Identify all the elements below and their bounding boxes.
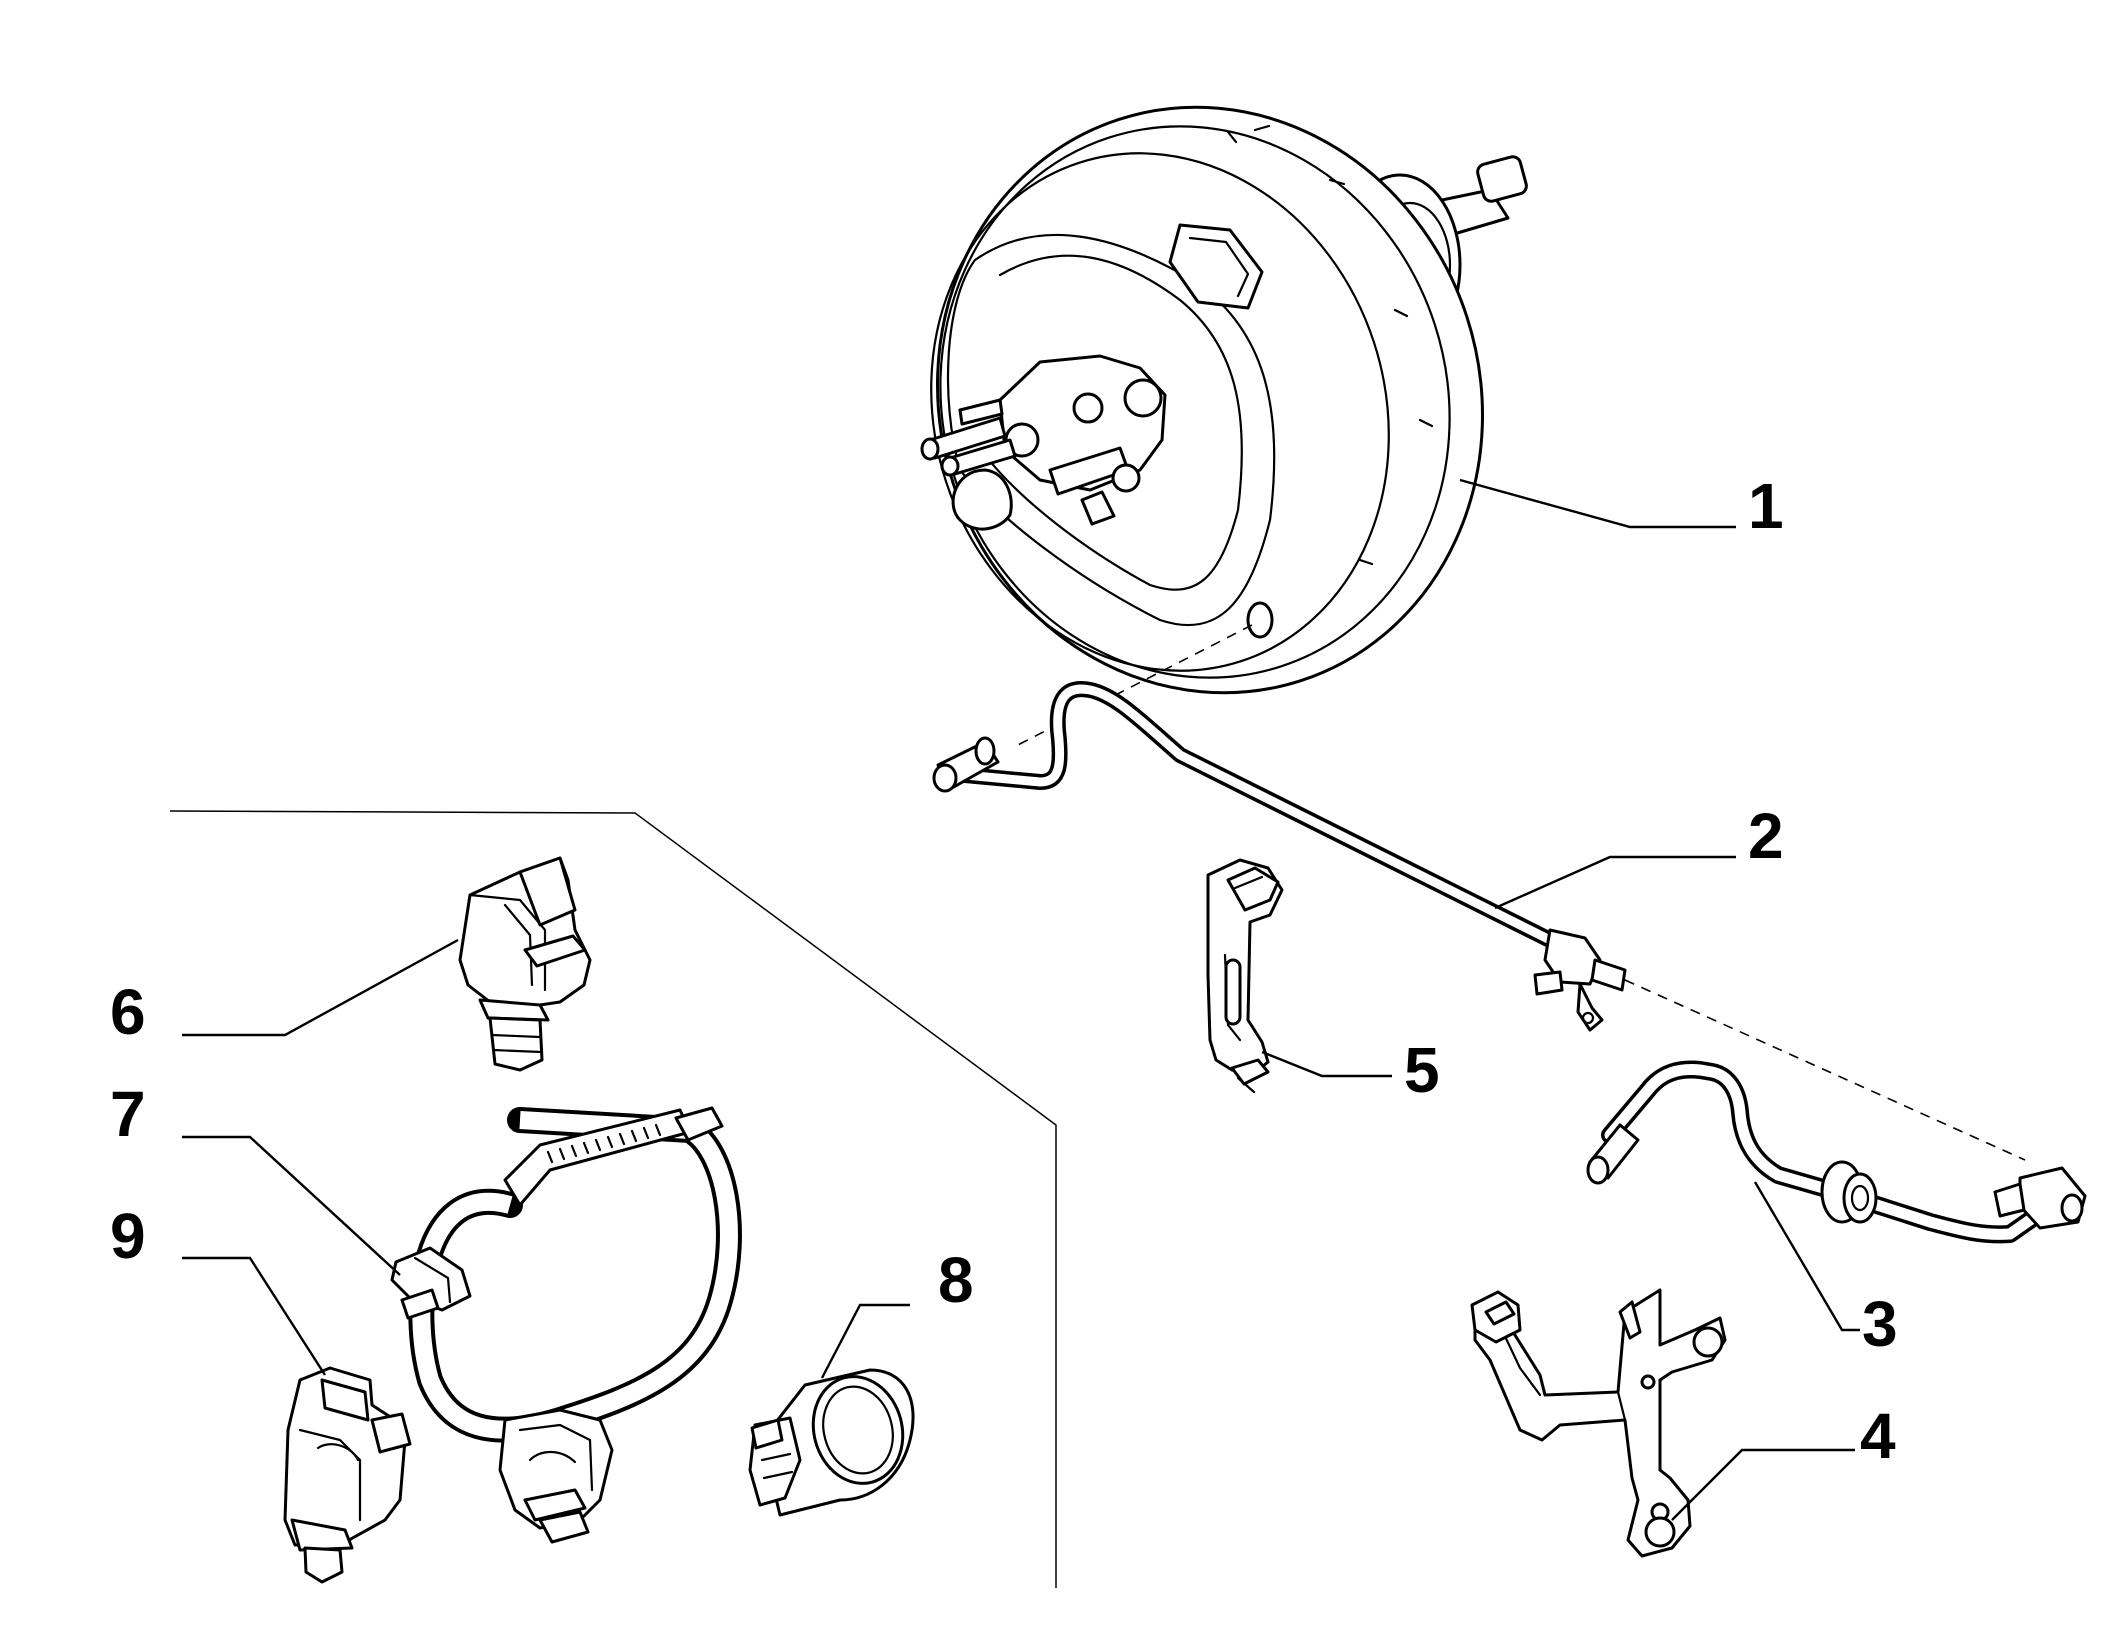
vacuum-hose-part [1586, 1060, 2087, 1244]
leader-line-5 [1261, 1050, 1392, 1078]
bracket-part-4 [1470, 1288, 1727, 1558]
hose-clamp-part-8 [748, 1368, 915, 1517]
leader-line-6 [182, 938, 459, 1037]
assembly-line-pipe-hose [1624, 979, 2026, 1161]
leader-line-7 [182, 1135, 401, 1276]
leader-line-4 [1671, 1448, 1855, 1521]
callout-1: 1 [1748, 470, 1784, 542]
brake-booster-part [920, 105, 1528, 695]
leader-line-3 [1753, 1181, 1860, 1332]
pipe-clip-part-6 [458, 856, 592, 1072]
section-divider [169, 810, 1057, 1588]
leader-line-1 [1459, 478, 1736, 529]
pipe-clip-part-9 [283, 1366, 412, 1584]
leader-line-2 [1494, 855, 1736, 910]
callout-8: 8 [938, 1244, 974, 1316]
callout-4: 4 [1860, 1400, 1896, 1472]
vacuum-pipe-part [932, 681, 1627, 1032]
leader-line-9 [182, 1256, 327, 1376]
callout-7: 7 [110, 1078, 146, 1150]
leader-line-8 [820, 1303, 910, 1379]
cable-tie-part-7 [390, 1106, 742, 1544]
bracket-part-5 [1206, 858, 1284, 1094]
callout-3: 3 [1862, 1288, 1898, 1360]
callout-5: 5 [1404, 1034, 1440, 1106]
callout-9: 9 [110, 1200, 146, 1272]
callout-6: 6 [110, 976, 146, 1048]
callout-2: 2 [1748, 800, 1784, 872]
